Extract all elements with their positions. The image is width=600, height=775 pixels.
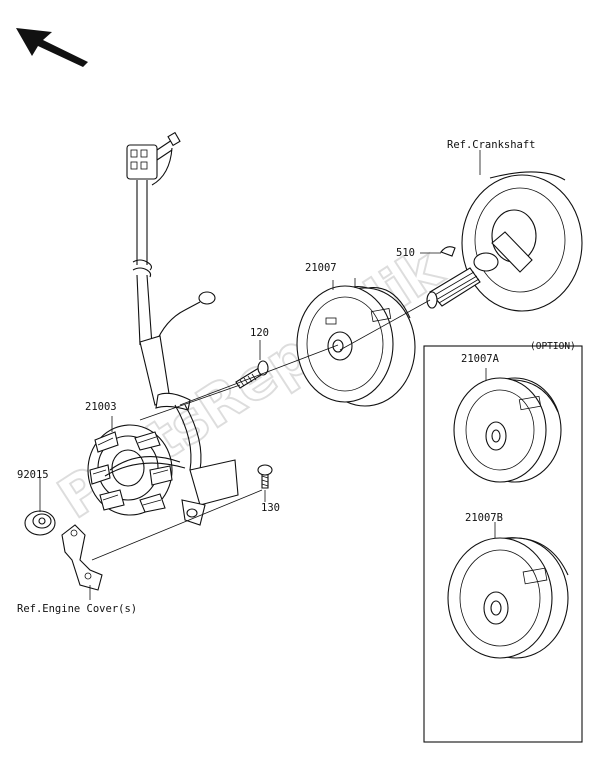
part-21003-label: 21003 xyxy=(85,401,117,413)
part-21007-label: 21007 xyxy=(305,262,337,274)
rotor-21007A xyxy=(453,368,562,483)
option-box xyxy=(423,345,583,743)
cover-bracket xyxy=(61,524,103,591)
part-120-label: 120 xyxy=(250,327,269,339)
part-510-label: 510 xyxy=(396,247,415,259)
stator-wiring xyxy=(126,131,239,526)
rotor-21007B xyxy=(447,522,569,659)
option-label: (OPTION) xyxy=(530,341,576,352)
assembly-lines xyxy=(39,150,481,600)
crankshaft xyxy=(426,171,583,312)
part-130-label: 130 xyxy=(261,502,280,514)
bolt-130 xyxy=(257,464,273,489)
stator-21003 xyxy=(87,424,186,516)
part-92015-label: 92015 xyxy=(17,469,49,481)
direction-arrow-icon xyxy=(16,28,88,67)
bolt-120 xyxy=(235,340,269,389)
ref-crankshaft-label: Ref.Crankshaft xyxy=(447,139,536,151)
part-21007A-label: 21007A xyxy=(461,353,499,365)
rotor-21007 xyxy=(296,280,416,407)
woodruff-key-510 xyxy=(420,246,456,257)
ref-engine-cover-label: Ref.Engine Cover(s) xyxy=(17,603,138,615)
part-21007B-label: 21007B xyxy=(465,512,503,524)
grommet-92015 xyxy=(24,510,56,536)
